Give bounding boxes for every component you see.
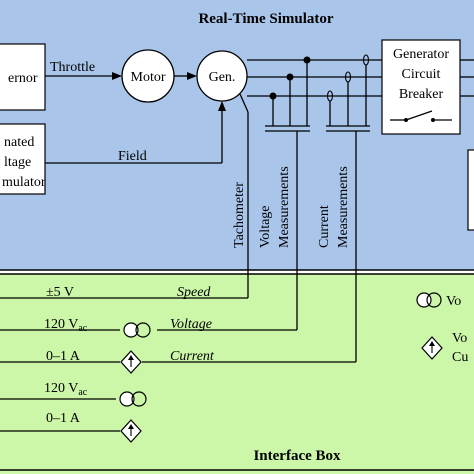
row2-range: 120 Vac	[44, 317, 88, 334]
throttle-label: Throttle	[50, 60, 95, 75]
interface-box-region	[0, 274, 474, 474]
excitation-simulator-block	[0, 123, 46, 195]
governor-label: ernor	[8, 71, 38, 86]
governor-block	[0, 43, 46, 111]
legend-voltage-source-label: Vo	[446, 294, 461, 309]
excitation-label-line1: nated	[4, 135, 34, 150]
field-arrowhead	[218, 101, 226, 111]
current-source-symbol	[120, 350, 142, 374]
motor-label: Motor	[131, 70, 166, 85]
right-edge-block	[467, 149, 474, 231]
row3-signal: Current	[170, 349, 215, 364]
row3-range: 0–1 A	[46, 349, 81, 364]
breaker-label-line2: Circuit	[402, 67, 441, 82]
legend-current-source-icon	[421, 336, 443, 360]
voltage-source-symbol	[119, 391, 147, 407]
throttle-arrowhead	[112, 72, 122, 80]
row4-range: 120 Vac	[44, 381, 88, 398]
excitation-label-line2: ltage	[4, 155, 31, 170]
voltage-source-symbol	[123, 322, 151, 338]
motor-gen-arrowhead	[187, 72, 197, 80]
row2-signal: Voltage	[170, 317, 212, 332]
row5-range: 0–1 A	[46, 411, 81, 426]
generator-label: Gen.	[209, 70, 236, 85]
current-source-symbol	[120, 419, 142, 443]
field-label: Field	[118, 149, 147, 164]
generator-circuit-breaker-block	[381, 39, 461, 135]
current-measurements-label-line2: Measurements	[336, 166, 351, 248]
excitation-label-line3: mulator	[2, 175, 46, 190]
interface-box-title: Interface Box	[253, 448, 341, 464]
real-time-simulator-title: Real-Time Simulator	[198, 11, 333, 27]
row1-range: ±5 V	[46, 285, 74, 300]
breaker-label-line1: Generator	[393, 47, 449, 62]
legend-voltage-source-icon	[416, 292, 442, 308]
legend-current-source-label-line2: Cu	[452, 350, 468, 365]
legend-current-source-label-line1: Vo	[452, 331, 467, 346]
tachometer-label: Tachometer	[232, 182, 247, 248]
breaker-label-line3: Breaker	[399, 87, 444, 102]
row1-signal: Speed	[177, 285, 211, 300]
voltage-measurements-label-line1: Voltage	[258, 205, 273, 248]
voltage-measurements-label-line2: Measurements	[277, 166, 292, 248]
current-measurements-label-line1: Current	[317, 205, 332, 248]
